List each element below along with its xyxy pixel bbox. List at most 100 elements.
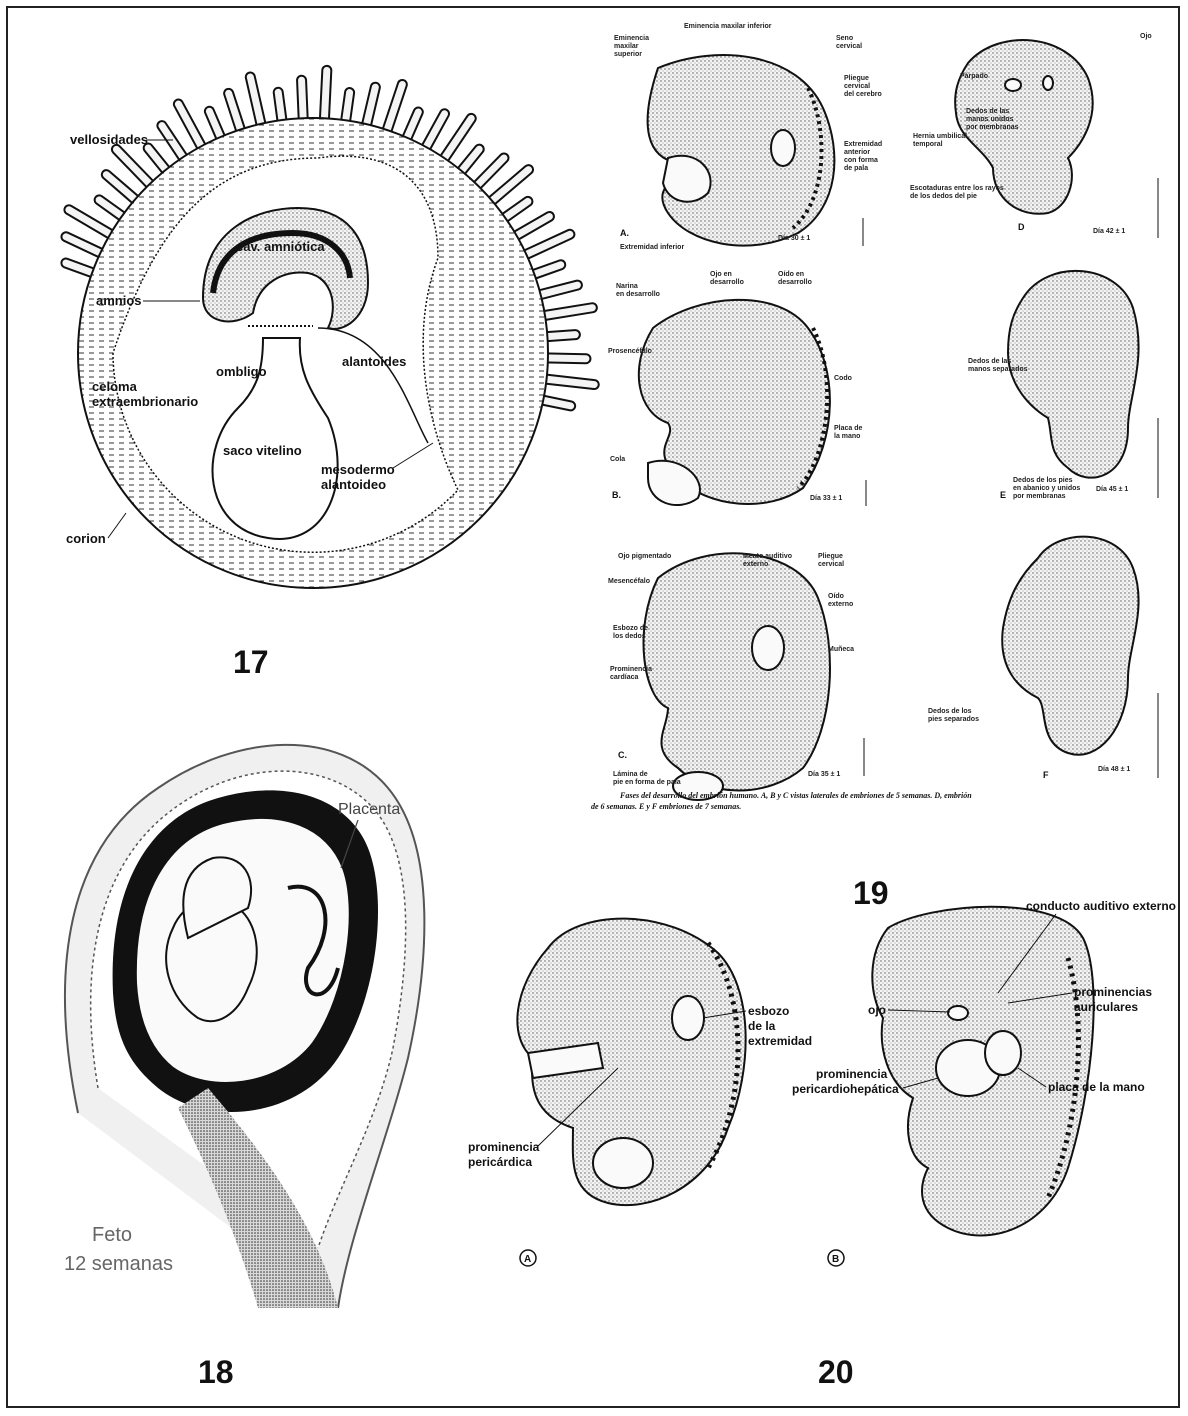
villus [106, 175, 138, 202]
svg-text:Párpado: Párpado [960, 73, 988, 80]
fig18-label-semanas: 12 semanas [64, 1253, 173, 1275]
svg-text:Eminencia maxilar inferior: Eminencia maxilar inferior [684, 23, 772, 30]
svg-text:del cerebro: del cerebro [844, 91, 882, 98]
fig17-label-celoma: celoma [92, 379, 138, 394]
fig19-embryo-a [648, 55, 835, 246]
svg-text:B.: B. [612, 490, 621, 500]
svg-text:E: E [1000, 490, 1006, 500]
fig20-label-conducto: conducto auditivo externo [1026, 899, 1176, 913]
svg-text:Día 35 ± 1: Día 35 ± 1 [808, 771, 840, 778]
svg-text:manos separados: manos separados [968, 366, 1028, 373]
fig19-embryo-c [644, 553, 830, 790]
fig17-label-cav: cav. amniótica [236, 239, 325, 254]
svg-text:Pliegue: Pliegue [844, 75, 869, 82]
fig19-caption-line2: de 6 semanas. E y F embriones de 7 seman… [591, 802, 741, 811]
svg-text:pie en forma de pala: pie en forma de pala [613, 779, 681, 786]
svg-text:Mesencéfalo: Mesencéfalo [608, 578, 650, 585]
svg-text:por membranas: por membranas [966, 124, 1019, 131]
svg-text:Ojo en: Ojo en [710, 271, 732, 278]
svg-text:temporal: temporal [913, 141, 943, 148]
villus [442, 118, 471, 161]
svg-text:Esbozo de: Esbozo de [613, 625, 648, 632]
svg-text:Seno: Seno [836, 35, 853, 42]
svg-text:Eminencia: Eminencia [614, 35, 649, 42]
fig17-label-corion: corion [66, 531, 106, 546]
fig18-number: 18 [198, 1354, 234, 1390]
villus [541, 308, 592, 316]
fig18-diagram: Placenta Feto 12 semanas 18 [64, 745, 424, 1390]
fig18-label-placenta: Placenta [338, 801, 400, 818]
svg-text:cervical: cervical [818, 561, 844, 568]
svg-text:Dedos de las: Dedos de las [968, 358, 1011, 365]
fig19-caption-line1: Fases del desarrollo del embrión humano.… [619, 791, 972, 800]
fig20-label-prominencia2: prominencia [816, 1067, 888, 1081]
svg-text:Codo: Codo [834, 375, 852, 382]
svg-text:con forma: con forma [844, 157, 878, 164]
svg-text:maxilar: maxilar [614, 43, 639, 50]
svg-text:cervical: cervical [836, 43, 862, 50]
svg-text:Día 30 ± 1: Día 30 ± 1 [778, 235, 810, 242]
svg-text:Día 33 ± 1: Día 33 ± 1 [810, 495, 842, 502]
svg-text:Dedos de los: Dedos de los [928, 708, 972, 715]
fig17-label-alantoideo: alantoideo [321, 477, 386, 492]
fig19-embryo-f [1002, 537, 1138, 755]
villus [324, 70, 327, 122]
svg-text:Dedos de las: Dedos de las [966, 108, 1009, 115]
svg-text:superior: superior [614, 51, 642, 58]
svg-text:externo: externo [828, 601, 853, 608]
villus [178, 104, 203, 150]
svg-text:cervical: cervical [844, 83, 870, 90]
svg-text:desarrollo: desarrollo [778, 279, 812, 286]
fig20-number: 20 [818, 1354, 854, 1390]
svg-text:Hernia umbilical: Hernia umbilical [913, 133, 967, 140]
fig17-diagram: vellosidades cav. amniótica amnios ombli… [66, 70, 594, 680]
svg-text:F: F [1043, 770, 1049, 780]
fig17-label-amnios: amnios [96, 293, 142, 308]
svg-text:externo: externo [743, 561, 768, 568]
svg-text:desarrollo: desarrollo [710, 279, 744, 286]
svg-text:Oído: Oído [828, 593, 844, 600]
fig17-label-extraemb: extraembrionario [92, 394, 198, 409]
svg-text:Narina: Narina [616, 283, 638, 290]
svg-text:cardíaca: cardíaca [610, 674, 639, 681]
fig20-label-placa: placa de la mano [1048, 1080, 1145, 1094]
fig17-label-ombligo: ombligo [216, 364, 267, 379]
svg-text:Lámina de: Lámina de [613, 771, 648, 778]
svg-text:Dedos de los pies: Dedos de los pies [1013, 477, 1073, 484]
svg-text:Placa de: Placa de [834, 425, 863, 432]
svg-text:manos unidos: manos unidos [966, 116, 1014, 123]
svg-text:Prominencia: Prominencia [610, 666, 652, 673]
fig17-number: 17 [233, 644, 269, 680]
svg-text:D: D [1018, 222, 1025, 232]
svg-text:la mano: la mano [834, 433, 860, 440]
illustration-canvas: vellosidades cav. amniótica amnios ombli… [8, 8, 1180, 1408]
svg-text:Oído en: Oído en [778, 271, 804, 278]
villus [523, 234, 570, 256]
figure-sheet: vellosidades cav. amniótica amnios ombli… [6, 6, 1180, 1408]
svg-text:Pliegue: Pliegue [818, 553, 843, 560]
fig20-label-esbozo: esbozo [748, 1004, 789, 1018]
fig19-embryo-e [1008, 271, 1139, 478]
villus [302, 80, 304, 122]
fig20-label-extremidad: extremidad [748, 1034, 812, 1048]
fig20-marker-a: A [524, 1254, 531, 1265]
villus [366, 87, 376, 128]
svg-text:en abanico y unidos: en abanico y unidos [1013, 485, 1080, 492]
fig20-label-prominencias: prominencias [1074, 985, 1152, 999]
svg-text:Día 48 ± 1: Día 48 ± 1 [1098, 766, 1130, 773]
fig19-diagram: Eminenciamaxilarsuperior Eminencia maxil… [591, 23, 1158, 911]
svg-text:anterior: anterior [844, 149, 870, 156]
villus [513, 217, 549, 238]
svg-text:Cola: Cola [610, 456, 625, 463]
fig20-label-auriculares: auriculares [1074, 1000, 1138, 1014]
fig17-label-mesodermo: mesodermo [321, 462, 395, 477]
svg-text:pies separados: pies separados [928, 716, 979, 723]
fig17-label-vellosidades: vellosidades [70, 132, 148, 147]
svg-text:Meato auditivo: Meato auditivo [743, 553, 792, 560]
svg-text:Prosencéfalo: Prosencéfalo [608, 348, 652, 355]
villus [66, 237, 104, 255]
fig19-number: 19 [853, 875, 889, 911]
svg-text:Día 45 ± 1: Día 45 ± 1 [1096, 486, 1128, 493]
fig17-label-saco: saco vitelino [223, 443, 302, 458]
svg-text:Escotaduras entre los rayos: Escotaduras entre los rayos [910, 185, 1004, 192]
